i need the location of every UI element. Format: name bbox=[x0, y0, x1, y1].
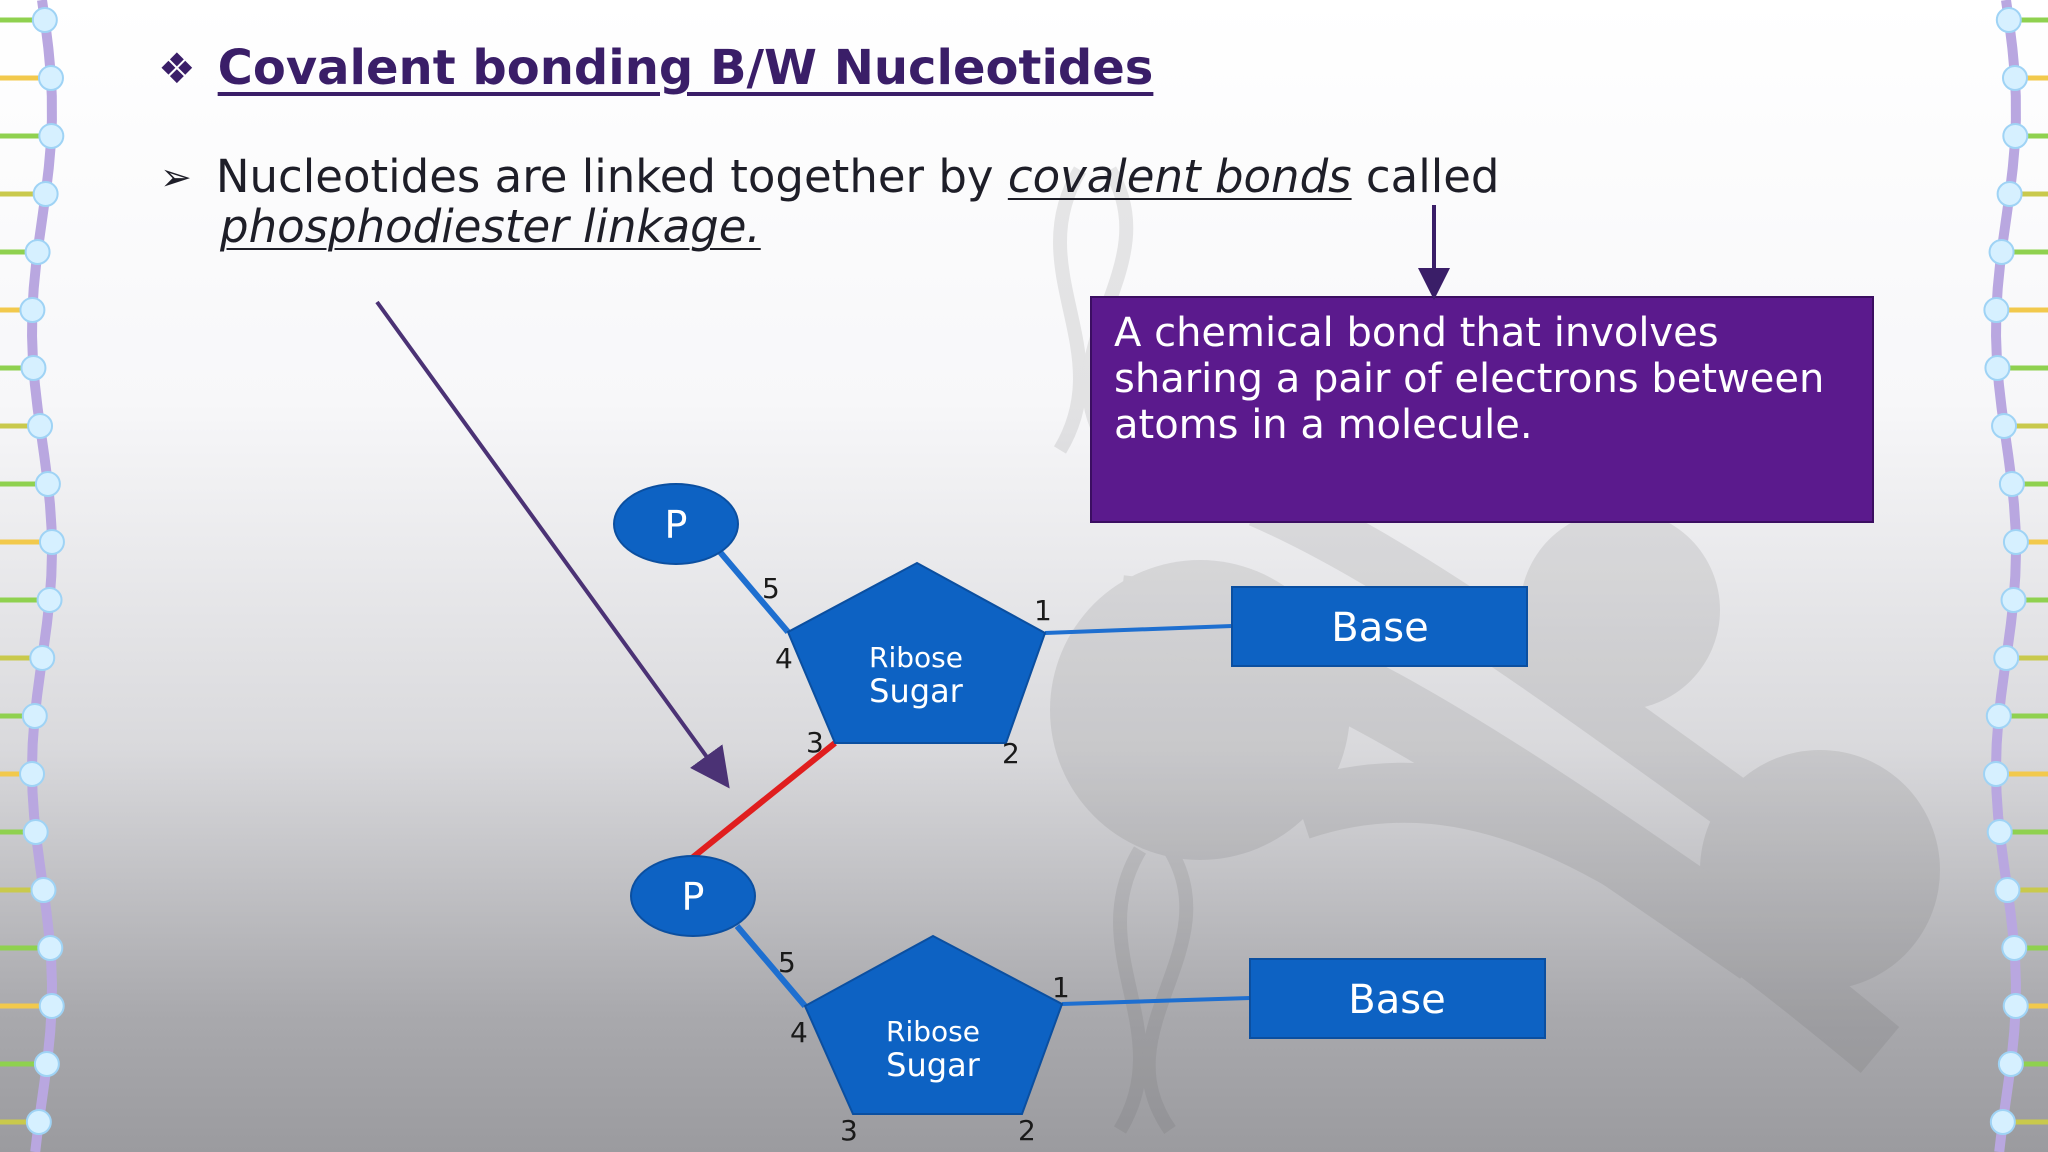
phosphate-label-2: P bbox=[682, 875, 705, 919]
base-box-2 bbox=[1249, 958, 1546, 1039]
ribose-pentagon-2 bbox=[803, 934, 1064, 1115]
rail-bead bbox=[36, 587, 63, 613]
sugar-label-2b: Sugar bbox=[886, 1046, 981, 1084]
rail-bead bbox=[1983, 297, 2010, 323]
rail-bead bbox=[19, 297, 46, 323]
rail-bead bbox=[22, 819, 49, 845]
rail-bead bbox=[38, 993, 65, 1019]
sugar-to-base-bond-1 bbox=[1044, 624, 1233, 635]
rail-bead bbox=[33, 1051, 60, 1077]
carbon-2-label-1: 2 bbox=[1002, 737, 1020, 770]
rail-bead bbox=[2002, 993, 2029, 1019]
covalent-bonds-term: covalent bonds bbox=[1007, 150, 1352, 203]
p-to-sugar-bond-1 bbox=[717, 550, 791, 634]
rail-bead bbox=[20, 355, 47, 381]
rail-bead bbox=[37, 935, 64, 961]
sugar-label-1b: Sugar bbox=[869, 672, 964, 710]
phosphodiester-linkage-term: phosphodiester linkage. bbox=[220, 200, 761, 253]
rail-bead bbox=[27, 413, 54, 439]
bullet-line: ➢ Nucleotides are linked together by cov… bbox=[160, 150, 1499, 203]
bullet-line-continued: phosphodiester linkage. bbox=[220, 200, 761, 253]
rail-bead bbox=[2001, 935, 2028, 961]
carbon-1-label-2: 1 bbox=[1052, 971, 1070, 1004]
rail-bead bbox=[1986, 819, 2013, 845]
rail-bead bbox=[1984, 355, 2011, 381]
carbon-3-label-1: 3 bbox=[806, 726, 824, 759]
rail-bead bbox=[32, 181, 59, 207]
definition-box: A chemical bond that involves sharing a … bbox=[1090, 296, 1874, 523]
rail-bead bbox=[2002, 123, 2029, 149]
rail-bead bbox=[1991, 413, 2018, 439]
rail-bead bbox=[1997, 1051, 2024, 1077]
phosphate-label-1: P bbox=[665, 503, 688, 547]
rail-bead bbox=[2001, 65, 2028, 91]
four-diamond-bullet-icon: ❖ bbox=[158, 43, 196, 93]
arrowhead-bullet-icon: ➢ bbox=[160, 154, 192, 199]
carbon-4-label-2: 4 bbox=[790, 1016, 808, 1049]
rail-bead bbox=[19, 761, 46, 787]
carbon-5-label-2: 5 bbox=[778, 946, 796, 979]
rail-bead bbox=[1995, 7, 2022, 33]
sugar-label-2a: Ribose bbox=[886, 1015, 980, 1048]
title-text: Covalent bonding B/W Nucleotides bbox=[217, 40, 1154, 96]
carbon-5-label-1: 5 bbox=[762, 572, 780, 605]
rail-bead bbox=[1994, 877, 2021, 903]
rail-bead bbox=[1998, 471, 2025, 497]
rail-bead bbox=[38, 123, 65, 149]
carbon-1-label-1: 1 bbox=[1034, 594, 1052, 627]
phosphodiester-bond bbox=[690, 740, 837, 861]
rail-bead bbox=[25, 1109, 52, 1135]
rail-bead bbox=[1988, 239, 2015, 265]
carbon-2-label-2: 2 bbox=[1018, 1114, 1036, 1147]
rail-bead bbox=[37, 65, 64, 91]
carbon-3-label-2: 3 bbox=[840, 1114, 858, 1147]
nucleotide-1: P Ribose Sugar 5 4 1 3 2 Base bbox=[613, 483, 1528, 770]
rail-bead bbox=[29, 645, 56, 671]
rail-bead bbox=[2002, 529, 2029, 555]
carbon-4-label-1: 4 bbox=[775, 642, 793, 675]
rail-bead bbox=[1989, 1109, 2016, 1135]
right-dna-border bbox=[1983, 0, 2048, 1152]
rail-bead bbox=[2000, 587, 2027, 613]
bullet-mid-text: called bbox=[1351, 150, 1500, 203]
phosphate-circle-1 bbox=[613, 483, 739, 565]
rail-bead bbox=[31, 7, 58, 33]
rail-bead bbox=[1996, 181, 2023, 207]
nucleotide-2: P Ribose Sugar 5 4 1 3 2 Base bbox=[630, 855, 1546, 1147]
rail-bead bbox=[24, 239, 51, 265]
p-to-sugar-bond-2 bbox=[734, 924, 808, 1008]
bullet-lead-text: Nucleotides are linked together by bbox=[215, 150, 1008, 203]
rail-bead bbox=[34, 471, 61, 497]
rail-bead bbox=[1985, 703, 2012, 729]
base-label-1: Base bbox=[1331, 605, 1428, 651]
base-label-2: Base bbox=[1348, 977, 1445, 1023]
slide-title: ❖ Covalent bonding B/W Nucleotides bbox=[158, 38, 1153, 98]
rail-bead bbox=[1983, 761, 2010, 787]
base-box-1 bbox=[1231, 586, 1528, 667]
rail-bead bbox=[30, 877, 57, 903]
rail-bead bbox=[1993, 645, 2020, 671]
phosphate-circle-2 bbox=[630, 855, 756, 937]
rail-bead bbox=[38, 529, 65, 555]
left-dna-border bbox=[0, 0, 65, 1152]
linkage-pointer-arrow bbox=[375, 300, 730, 789]
ribose-pentagon-1 bbox=[786, 561, 1047, 744]
sugar-label-1a: Ribose bbox=[869, 641, 963, 674]
sugar-to-base-bond-2 bbox=[1061, 996, 1251, 1006]
rail-bead bbox=[21, 703, 48, 729]
